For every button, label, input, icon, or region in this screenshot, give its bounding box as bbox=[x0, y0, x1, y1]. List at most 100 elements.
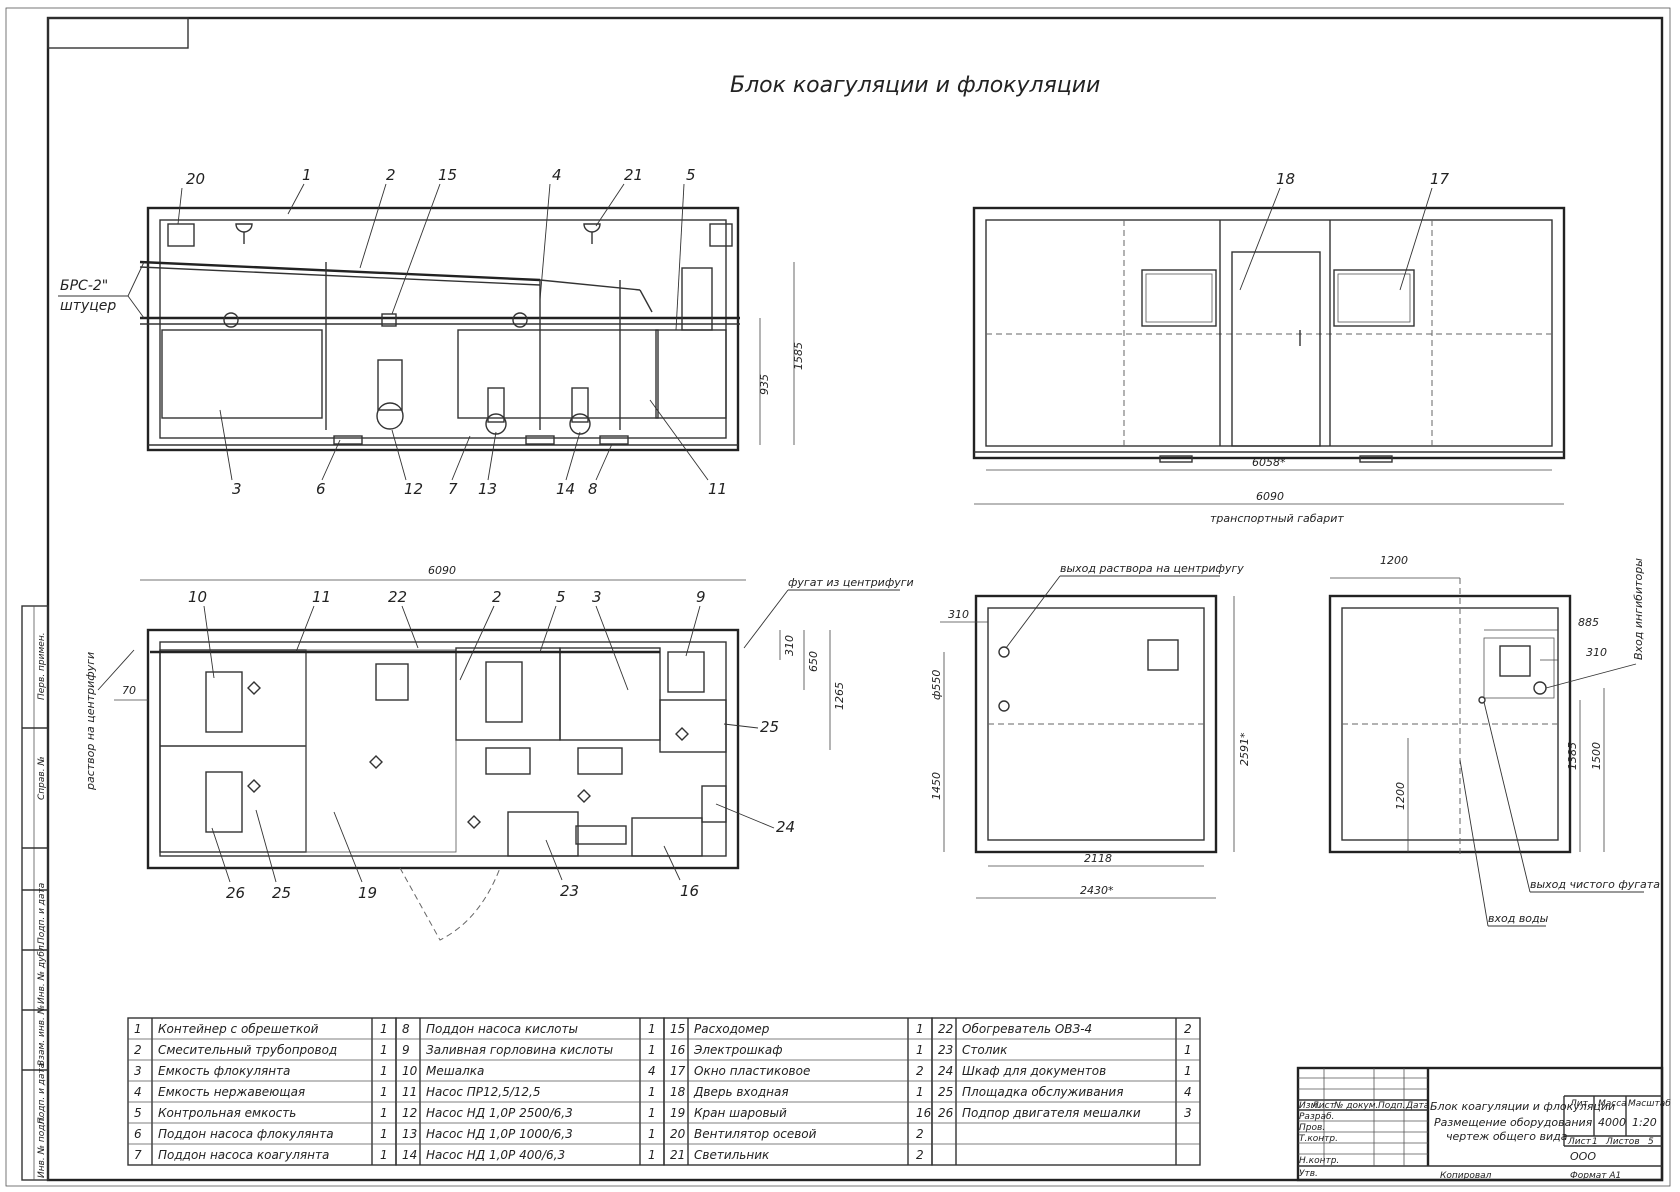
spec-name: Насос НД 1,0Р 400/6,3 bbox=[426, 1148, 565, 1162]
spec-pos: 25 bbox=[938, 1085, 953, 1099]
callout-plan-16: 16 bbox=[680, 882, 699, 900]
dim-1200-top: 1200 bbox=[1380, 554, 1408, 567]
tb-sheets-label: Листов bbox=[1605, 1137, 1640, 1147]
spec-name: Подпор двигателя мешалки bbox=[962, 1106, 1141, 1120]
callout-21: 21 bbox=[624, 166, 643, 184]
side-stamp-1: Перв. примен. bbox=[37, 632, 47, 700]
spec-pos: 18 bbox=[670, 1085, 686, 1099]
callout-3: 3 bbox=[232, 480, 242, 498]
spec-pos: 14 bbox=[402, 1148, 417, 1162]
callout-plan-3: 3 bbox=[592, 588, 602, 606]
tb-role-tkontr: Т.контр. bbox=[1299, 1134, 1338, 1144]
spec-qty: 1 bbox=[916, 1085, 924, 1099]
callout-12: 12 bbox=[404, 480, 423, 498]
spec-pos: 2 bbox=[134, 1043, 142, 1057]
callout-18: 18 bbox=[1276, 170, 1295, 188]
callout-plan-19: 19 bbox=[358, 884, 377, 902]
spec-pos: 5 bbox=[134, 1106, 142, 1120]
dim-1585: 1585 bbox=[792, 342, 805, 370]
spec-name: Электрошкаф bbox=[693, 1043, 782, 1057]
tb-doc-title: Блок коагуляции и флокуляции bbox=[1430, 1100, 1615, 1113]
spec-qty: 1 bbox=[648, 1106, 656, 1120]
spec-qty: 1 bbox=[916, 1043, 924, 1057]
side-stamp-strip: Перв. примен. Справ. № Подп. и дата Инв.… bbox=[21, 605, 49, 1181]
inlet-port bbox=[1533, 681, 1547, 695]
spec-name: Кран шаровый bbox=[694, 1106, 787, 1120]
callout-2: 2 bbox=[386, 166, 396, 184]
spec-name: Емкость флокулянта bbox=[158, 1064, 290, 1078]
dim-1385: 1385 bbox=[1566, 742, 1579, 770]
spec-name: Поддон насоса флокулянта bbox=[158, 1127, 334, 1141]
inner-frame bbox=[46, 16, 1664, 1182]
spec-qty: 4 bbox=[1184, 1085, 1192, 1099]
spec-name: Насос НД 1,0Р 1000/6,3 bbox=[426, 1127, 573, 1141]
tb-hdr-data: Дата bbox=[1405, 1101, 1429, 1111]
spec-pos: 10 bbox=[402, 1064, 418, 1078]
spec-pos: 21 bbox=[670, 1148, 685, 1162]
spec-qty: 4 bbox=[648, 1064, 656, 1078]
drawing-title: Блок коагуляции и флокуляции bbox=[730, 73, 1100, 98]
spec-pos: 23 bbox=[938, 1043, 953, 1057]
tb-sheet-label: Лист bbox=[1567, 1137, 1592, 1147]
fitting-label-shtucer: штуцер bbox=[60, 298, 116, 314]
spec-pos: 13 bbox=[402, 1127, 417, 1141]
window-right bbox=[1333, 269, 1415, 327]
callout-7: 7 bbox=[448, 480, 458, 498]
clean-outlet-label: выход чистого фугата bbox=[1530, 878, 1660, 891]
spec-qty: 1 bbox=[380, 1085, 388, 1099]
callout-11: 11 bbox=[708, 480, 727, 498]
tb-col-lit: Лит. bbox=[1569, 1099, 1591, 1109]
spec-qty: 2 bbox=[1184, 1022, 1192, 1036]
spec-pos: 22 bbox=[938, 1022, 953, 1036]
callout-20: 20 bbox=[186, 170, 205, 188]
dim-310-plan: 310 bbox=[783, 635, 796, 656]
spec-name: Поддон насоса кислоты bbox=[426, 1022, 578, 1036]
tb-subtitle-2: чертеж общего вида bbox=[1446, 1130, 1568, 1143]
callout-6: 6 bbox=[316, 480, 326, 498]
tb-sheet-num: 1 bbox=[1592, 1137, 1598, 1147]
dim-550: ф550 bbox=[930, 670, 943, 700]
dim-70: 70 bbox=[122, 684, 136, 697]
dim-1450: 1450 bbox=[930, 772, 943, 800]
callout-plan-25b: 25 bbox=[272, 884, 291, 902]
dim-310-endl: 310 bbox=[948, 608, 969, 621]
spec-pos: 15 bbox=[670, 1022, 685, 1036]
callout-13: 13 bbox=[478, 480, 497, 498]
dim-2430: 2430* bbox=[1080, 884, 1114, 897]
side-stamp-6: Подп. и дата bbox=[37, 1063, 47, 1124]
tb-role-utv: Утв. bbox=[1299, 1169, 1318, 1179]
front-view: 6058* 6090 транспортный габарит 18 17 bbox=[972, 170, 1566, 525]
solution-label: раствор на центрифуги bbox=[84, 652, 97, 791]
spec-name: Смесительный трубопровод bbox=[158, 1043, 337, 1057]
spec-pos: 7 bbox=[134, 1148, 142, 1162]
tb-hdr-list: Лист bbox=[1311, 1101, 1336, 1111]
callout-plan-10: 10 bbox=[188, 588, 207, 606]
spec-qty: 1 bbox=[1184, 1064, 1192, 1078]
spec-pos: 26 bbox=[938, 1106, 954, 1120]
tb-hdr-izm: Изм. bbox=[1299, 1101, 1320, 1111]
end-view-right: 1200 885 310 1200 1385 1500 Вход ингибит… bbox=[1328, 554, 1660, 927]
spec-qty: 1 bbox=[380, 1106, 388, 1120]
spec-pos: 8 bbox=[402, 1022, 410, 1036]
spec-name: Обогреватель ОВЗ-4 bbox=[962, 1022, 1092, 1036]
tb-role-razrab: Разраб. bbox=[1299, 1112, 1334, 1122]
tb-role-nkontr: Н.контр. bbox=[1299, 1156, 1339, 1166]
spec-qty: 1 bbox=[1184, 1043, 1192, 1057]
tb-format: Формат А1 bbox=[1570, 1171, 1621, 1181]
spec-name: Поддон насоса коагулянта bbox=[158, 1148, 329, 1162]
spec-name: Окно пластиковое bbox=[694, 1064, 810, 1078]
tb-col-scale: Масштаб bbox=[1628, 1099, 1671, 1109]
end-view-left: выход раствора на центрифугу 310 ф550 14… bbox=[930, 562, 1251, 899]
callout-plan-25: 25 bbox=[760, 718, 779, 736]
side-stamp-4: Инв. № дубл. bbox=[37, 942, 47, 1004]
outlet-label: выход раствора на центрифугу bbox=[1060, 562, 1244, 575]
tb-hdr-podp: Подп. bbox=[1378, 1101, 1405, 1111]
spec-qty: 1 bbox=[916, 1022, 924, 1036]
spec-pos: 17 bbox=[670, 1064, 686, 1078]
tb-subtitle-1: Размещение оборудования bbox=[1434, 1116, 1593, 1129]
callout-plan-22: 22 bbox=[388, 588, 407, 606]
dim-6090-front: 6090 bbox=[1256, 490, 1284, 503]
spec-qty: 1 bbox=[648, 1022, 656, 1036]
side-stamp-5: Взам. инв. № bbox=[37, 1005, 47, 1066]
